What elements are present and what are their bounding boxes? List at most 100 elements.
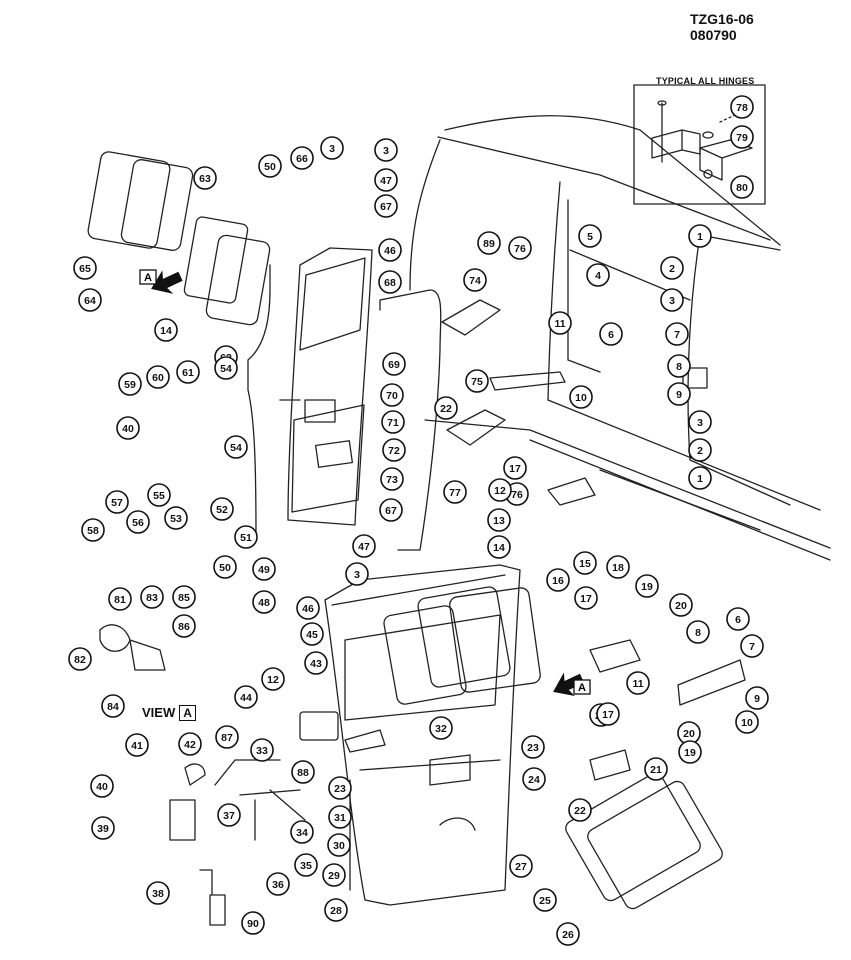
callout-number: 12 bbox=[267, 674, 279, 686]
callout-number: 85 bbox=[178, 592, 190, 604]
callout-42: 42 bbox=[178, 732, 202, 756]
callout-11: 11 bbox=[626, 671, 650, 695]
callout-number: 80 bbox=[736, 182, 748, 194]
callout-number: 20 bbox=[683, 728, 695, 740]
callout-54: 54 bbox=[224, 435, 248, 459]
callout-82: 82 bbox=[68, 647, 92, 671]
callout-3: 3 bbox=[374, 138, 398, 162]
callout-67: 67 bbox=[374, 194, 398, 218]
callout-20: 20 bbox=[677, 721, 701, 745]
callout-number: 70 bbox=[386, 390, 398, 402]
callout-number: 28 bbox=[330, 905, 342, 917]
callout-number: 10 bbox=[575, 392, 587, 404]
callout-number: 79 bbox=[736, 132, 748, 144]
callout-number: 57 bbox=[111, 497, 123, 509]
callout-number: 51 bbox=[240, 532, 252, 544]
callout-20: 20 bbox=[669, 593, 693, 617]
callout-50: 50 bbox=[258, 154, 282, 178]
callout-83: 83 bbox=[140, 585, 164, 609]
drawing-code: TZG16-06 bbox=[690, 11, 754, 27]
callout-number: 49 bbox=[258, 564, 270, 576]
callout-number: 25 bbox=[539, 895, 551, 907]
callout-12: 12 bbox=[261, 667, 285, 691]
callout-43: 43 bbox=[304, 651, 328, 675]
callout-number: 60 bbox=[152, 372, 164, 384]
callout-41: 41 bbox=[125, 733, 149, 757]
view-letter: A bbox=[179, 705, 196, 721]
callout-number: 67 bbox=[385, 505, 397, 517]
callout-47: 47 bbox=[352, 534, 376, 558]
callout-14: 14 bbox=[154, 318, 178, 342]
callout-49: 49 bbox=[252, 557, 276, 581]
callout-59: 59 bbox=[118, 372, 142, 396]
callout-16: 16 bbox=[546, 568, 570, 592]
callout-17: 17 bbox=[596, 702, 620, 726]
callout-90: 90 bbox=[241, 911, 265, 935]
callout-12: 12 bbox=[488, 478, 512, 502]
callout-number: 5 bbox=[587, 231, 593, 243]
callout-number: 64 bbox=[84, 295, 96, 307]
callout-79: 79 bbox=[730, 125, 754, 149]
callout-21: 21 bbox=[644, 757, 668, 781]
callout-number: 37 bbox=[223, 810, 235, 822]
callout-number: 4 bbox=[595, 270, 601, 282]
callout-number: 87 bbox=[221, 732, 233, 744]
callout-70: 70 bbox=[380, 383, 404, 407]
callout-19: 19 bbox=[635, 574, 659, 598]
callout-number: 44 bbox=[240, 692, 252, 704]
callout-71: 71 bbox=[381, 410, 405, 434]
callout-2: 2 bbox=[660, 256, 684, 280]
callout-15: 15 bbox=[573, 551, 597, 575]
callout-10: 10 bbox=[569, 385, 593, 409]
callout-number: 77 bbox=[449, 487, 461, 499]
callout-85: 85 bbox=[172, 585, 196, 609]
callout-number: 47 bbox=[380, 175, 392, 187]
callout-17: 17 bbox=[503, 456, 527, 480]
callout-13: 13 bbox=[487, 508, 511, 532]
callout-40: 40 bbox=[90, 774, 114, 798]
callout-36: 36 bbox=[266, 872, 290, 896]
arrow-marker-upper: A bbox=[139, 269, 183, 294]
callout-number: 73 bbox=[386, 474, 398, 486]
callout-number: 39 bbox=[97, 823, 109, 835]
callout-number: 58 bbox=[87, 525, 99, 537]
callout-number: 65 bbox=[79, 263, 91, 275]
callout-number: 61 bbox=[182, 367, 194, 379]
callout-number: 3 bbox=[697, 417, 703, 429]
callout-number: 13 bbox=[493, 515, 505, 527]
callout-number: 41 bbox=[131, 740, 143, 752]
callout-number: 59 bbox=[124, 379, 136, 391]
callout-number: 8 bbox=[695, 627, 701, 639]
callout-56: 56 bbox=[126, 510, 150, 534]
callout-58: 58 bbox=[81, 518, 105, 542]
callout-number: 23 bbox=[334, 783, 346, 795]
callout-26: 26 bbox=[556, 922, 580, 946]
drawing-date: 080790 bbox=[690, 27, 737, 43]
callout-number: 90 bbox=[247, 918, 259, 930]
callout-54: 54 bbox=[214, 356, 238, 380]
callout-number: 46 bbox=[302, 603, 314, 615]
callout-3: 3 bbox=[345, 562, 369, 586]
callout-number: 36 bbox=[272, 879, 284, 891]
callout-number: 2 bbox=[669, 263, 675, 275]
callout-84: 84 bbox=[101, 694, 125, 718]
callout-31: 31 bbox=[328, 805, 352, 829]
callout-number: 30 bbox=[333, 840, 345, 852]
callout-number: 16 bbox=[552, 575, 564, 587]
callout-number: 46 bbox=[384, 245, 396, 257]
callout-number: 18 bbox=[612, 562, 624, 574]
callout-14: 14 bbox=[487, 535, 511, 559]
callout-number: 23 bbox=[527, 742, 539, 754]
callout-number: 15 bbox=[579, 558, 591, 570]
callout-number: 9 bbox=[676, 389, 682, 401]
callout-7: 7 bbox=[665, 322, 689, 346]
callout-number: 33 bbox=[256, 745, 268, 757]
callout-75: 75 bbox=[465, 369, 489, 393]
callout-number: 88 bbox=[297, 767, 309, 779]
callout-33: 33 bbox=[250, 738, 274, 762]
callout-number: 52 bbox=[216, 504, 228, 516]
callout-27: 27 bbox=[509, 854, 533, 878]
callout-29: 29 bbox=[322, 863, 346, 887]
callout-number: 3 bbox=[669, 295, 675, 307]
callout-65: 65 bbox=[73, 256, 97, 280]
